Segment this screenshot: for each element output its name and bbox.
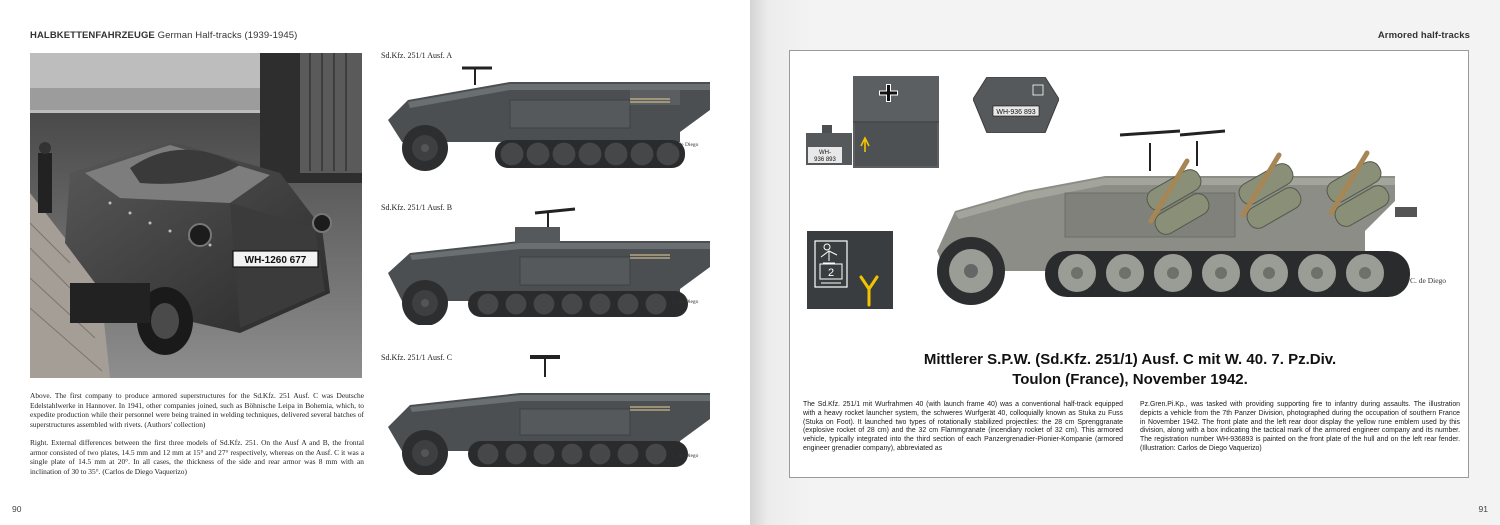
fender-plate-line1: WH- — [819, 150, 831, 156]
running-head-left: HALBKETTENFAHRZEUGE German Half-tracks (… — [30, 30, 297, 41]
detail-rear-door — [853, 76, 939, 168]
running-head-book-title: German Half-tracks (1939-1945) — [157, 30, 298, 41]
profile-ausf-a: C. de Diego — [380, 60, 720, 180]
tactical-sign-number: 2 — [828, 267, 834, 279]
detail-front-plate: WH-936 893 — [973, 77, 1059, 133]
page-number-right: 91 — [1478, 504, 1488, 514]
division-rune-icon — [859, 275, 879, 307]
page-number-left: 90 — [12, 504, 22, 514]
profile-b-signature: C. de Diego — [672, 299, 699, 305]
profile-label-ausf-c: Sd.Kfz. 251/1 Ausf. C — [381, 353, 453, 362]
illustration-signature: C. de Diego — [1410, 276, 1446, 285]
body-text-column-1: The Sd.Kfz. 251/1 mit Wurfrahmen 40 (wit… — [803, 401, 1123, 452]
caption-photo: Above. The first company to produce armo… — [30, 391, 364, 429]
detail-tactical-sign: 2 — [807, 231, 893, 309]
profile-label-ausf-b: Sd.Kfz. 251/1 Ausf. B — [381, 203, 453, 212]
profile-ausf-c: C. de Diego — [380, 355, 720, 476]
running-head-right: Armored half-tracks — [1377, 30, 1470, 41]
left-page: HALBKETTENFAHRZEUGE German Half-tracks (… — [12, 30, 720, 514]
front-plate-number: WH-936 893 — [996, 109, 1035, 116]
illustration-panel: WH- 936 893 WH-936 893 2 — [789, 50, 1469, 478]
illustration-subtitle: Toulon (France), November 1942. — [1012, 371, 1248, 388]
profile-label-ausf-a: Sd.Kfz. 251/1 Ausf. A — [381, 51, 453, 60]
archive-photo: WH-1260 677 — [30, 53, 362, 378]
caption-profiles: Right. External differences between the … — [30, 438, 364, 476]
fender-plate-line2: 936 893 — [814, 157, 836, 163]
profile-ausf-b: C. de Diego — [380, 205, 720, 326]
detail-fender-plate: WH- 936 893 — [806, 125, 852, 165]
profile-c-signature: C. de Diego — [672, 453, 699, 459]
profile-a-signature: C. de Diego — [672, 142, 699, 148]
photo-licence-plate: WH-1260 677 — [245, 255, 307, 266]
body-text-column-2: Pz.Gren.Pi.Kp., was tasked with providin… — [1140, 401, 1460, 452]
vehicle-illustration: C. de Diego — [937, 129, 1446, 305]
running-head-series: HALBKETTENFAHRZEUGE — [30, 30, 155, 41]
illustration-title: Mittlerer S.P.W. (Sd.Kfz. 251/1) Ausf. C… — [923, 351, 1337, 368]
